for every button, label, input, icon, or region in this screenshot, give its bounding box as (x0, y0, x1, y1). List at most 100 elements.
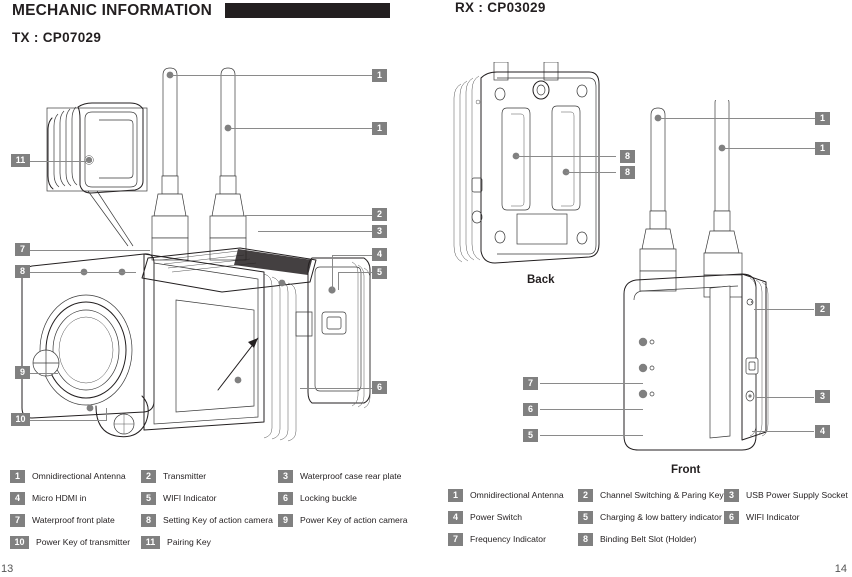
tx-callout-9: 9 (15, 366, 30, 379)
legend-row: 4 Power Switch 5 Charging & low battery … (448, 506, 848, 528)
rx-front-diagram (623, 100, 769, 451)
tx-callout-3: 3 (372, 225, 387, 238)
legend-label: Pairing Key (167, 537, 211, 547)
tx-inset-action-camera (46, 102, 148, 247)
legend-badge: 1 (10, 469, 25, 483)
legend-item-2: 2 Channel Switching & Paring Key (578, 488, 724, 502)
rx-callout-3: 3 (815, 390, 830, 403)
rx-callout-8-lower: 8 (620, 166, 635, 179)
page-number-left: 13 (1, 563, 14, 575)
tx-callout-2: 2 (372, 208, 387, 221)
rx-leader-2 (754, 309, 814, 310)
tx-leader-1-top (172, 75, 372, 76)
legend-badge: 9 (278, 513, 293, 527)
rx-model-label: RX : CP03029 (455, 0, 546, 15)
rx-callout-8-upper: 8 (620, 150, 635, 163)
rx-callout-5: 5 (523, 429, 538, 442)
legend-badge: 6 (724, 510, 739, 524)
title-decoration-bar (225, 3, 390, 18)
legend-badge: 5 (141, 491, 156, 505)
front-view-caption: Front (671, 464, 701, 476)
legend-row: 1 Omnidirectional Antenna 2 Channel Swit… (448, 484, 848, 506)
legend-label: Waterproof case rear plate (300, 471, 402, 481)
rx-leader-5 (540, 435, 643, 436)
legend-badge: 2 (578, 488, 593, 502)
legend-item-3: 3 USB Power Supply Socket (724, 488, 848, 502)
rx-leader-3 (756, 397, 814, 398)
tx-leader-4 (332, 255, 372, 256)
rx-callout-1-lower: 1 (815, 142, 830, 155)
legend-label: Setting Key of action camera (163, 515, 273, 525)
tx-leader-7 (30, 250, 150, 251)
legend-item-5: 5 Charging & low battery indicator (578, 510, 724, 524)
rx-callout-2: 2 (815, 303, 830, 316)
tx-model-label: TX : CP07029 (12, 30, 102, 45)
legend-item-5: 5 WIFI Indicator (141, 491, 278, 505)
legend-item-4: 4 Micro HDMI in (10, 491, 141, 505)
page-number-right: 14 (834, 563, 847, 575)
legend-label: Power Key of transmitter (36, 537, 131, 547)
tx-leader-10-stem (106, 408, 107, 421)
rx-callout-4: 4 (815, 425, 830, 438)
legend-badge: 4 (448, 510, 463, 524)
rx-leader-8-upper (516, 156, 616, 157)
rx-callout-6: 6 (523, 403, 538, 416)
tx-exploded-diagram (21, 67, 371, 442)
rx-leader-7 (540, 383, 643, 384)
legend-label: Locking buckle (300, 493, 357, 503)
rx-callout-1-upper: 1 (815, 112, 830, 125)
rx-back-diagram (453, 62, 600, 264)
legend-badge: 2 (141, 469, 156, 483)
legend-label: Micro HDMI in (32, 493, 87, 503)
rx-leader-6 (540, 409, 643, 410)
tx-callout-11: 11 (11, 154, 30, 167)
legend-row: 7 Frequency Indicator 8 Binding Belt Slo… (448, 528, 848, 550)
legend-label: Channel Switching & Paring Key (600, 490, 724, 500)
rx-leader-1-upper (660, 118, 815, 119)
legend-item-7: 7 Waterproof front plate (10, 513, 141, 527)
legend-label: WIFI Indicator (163, 493, 217, 503)
tx-callout-1-top: 1 (372, 69, 387, 82)
rx-leader-8-lower (566, 172, 616, 173)
legend-label: Omnidirectional Antenna (470, 490, 564, 500)
tx-leader-5 (338, 272, 372, 273)
rx-legend-table: 1 Omnidirectional Antenna 2 Channel Swit… (448, 484, 848, 550)
tx-rear-plate-detail (295, 257, 371, 409)
tx-leader-5-stem (338, 272, 339, 290)
rx-leader-1-lower (724, 148, 815, 149)
back-view-caption: Back (527, 274, 555, 286)
legend-label: USB Power Supply Socket (746, 490, 848, 500)
legend-item-7: 7 Frequency Indicator (448, 532, 578, 546)
legend-label: Power Switch (470, 512, 523, 522)
legend-label: Transmitter (163, 471, 207, 481)
tx-legend-table: 1 Omnidirectional Antenna 2 Transmitter … (10, 465, 407, 553)
legend-item-11: 11 Pairing Key (141, 535, 278, 549)
legend-badge: 10 (10, 535, 29, 549)
tx-leader-3 (258, 231, 372, 232)
legend-row: 4 Micro HDMI in 5 WIFI Indicator 6 Locki… (10, 487, 407, 509)
rx-leader-4 (752, 431, 814, 432)
legend-item-1: 1 Omnidirectional Antenna (448, 488, 578, 502)
legend-item-8: 8 Setting Key of action camera (141, 513, 278, 527)
tx-callout-4: 4 (372, 248, 387, 261)
legend-item-8: 8 Binding Belt Slot (Holder) (578, 532, 724, 546)
tx-leader-9 (30, 373, 58, 374)
tx-waterproof-case (21, 247, 317, 442)
tx-leader-6 (300, 388, 372, 389)
legend-row: 1 Omnidirectional Antenna 2 Transmitter … (10, 465, 407, 487)
legend-label: WIFI Indicator (746, 512, 800, 522)
legend-item-10: 10 Power Key of transmitter (10, 535, 141, 549)
legend-badge: 4 (10, 491, 25, 505)
page-title: MECHANIC INFORMATION (12, 2, 213, 19)
tx-callout-7: 7 (15, 243, 30, 256)
legend-label: Power Key of action camera (300, 515, 408, 525)
legend-badge: 8 (141, 513, 156, 527)
legend-item-9: 9 Power Key of action camera (278, 513, 408, 527)
legend-badge: 3 (724, 488, 739, 502)
tx-leader-8 (30, 272, 136, 273)
tx-callout-5: 5 (372, 266, 387, 279)
legend-badge: 7 (10, 513, 25, 527)
legend-item-1: 1 Omnidirectional Antenna (10, 469, 141, 483)
tx-leader-4-stem (332, 255, 333, 290)
legend-badge: 5 (578, 510, 593, 524)
